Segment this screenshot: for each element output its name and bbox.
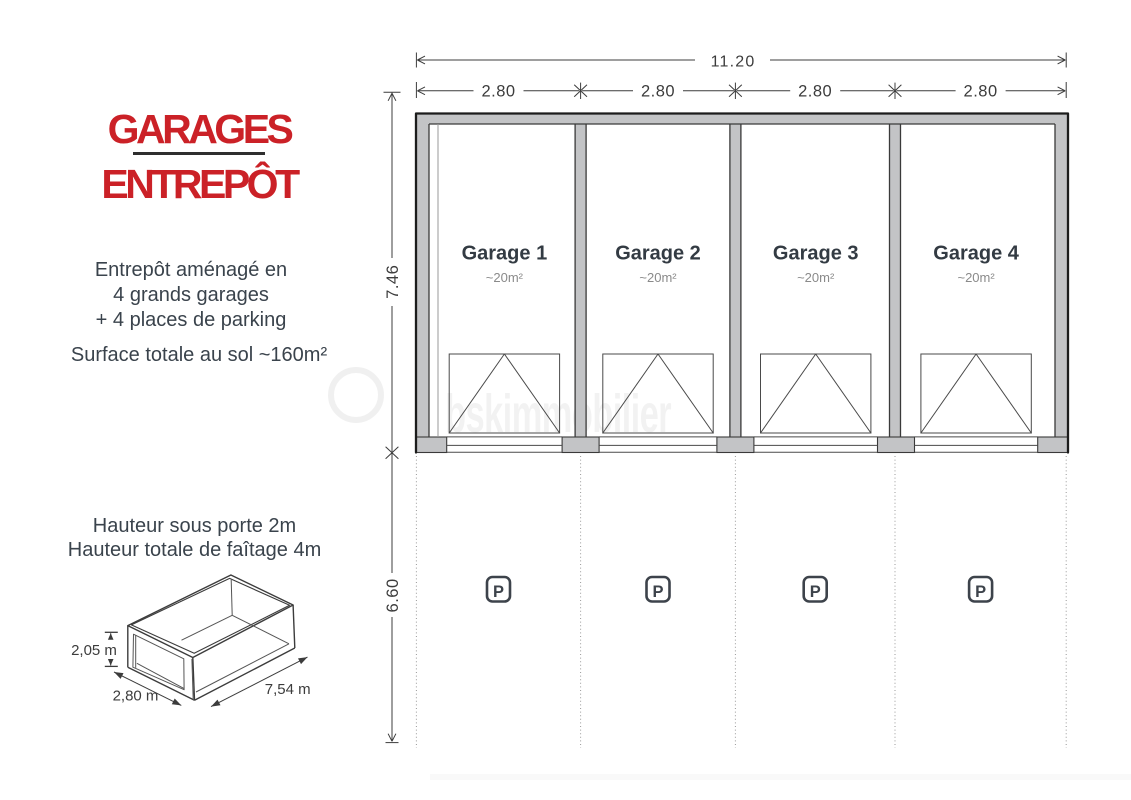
- svg-text:P: P: [975, 583, 986, 601]
- svg-text:Garage 4: Garage 4: [933, 243, 1019, 265]
- svg-text:2,80 m: 2,80 m: [113, 687, 159, 704]
- svg-text:2.80: 2.80: [481, 83, 515, 101]
- svg-text:2.80: 2.80: [798, 83, 832, 101]
- svg-text:Garage 2: Garage 2: [615, 243, 701, 265]
- svg-text:~20m²: ~20m²: [486, 270, 524, 285]
- svg-text:Garage 3: Garage 3: [773, 243, 859, 265]
- svg-text:Garage 1: Garage 1: [462, 243, 548, 265]
- svg-text:P: P: [810, 583, 821, 601]
- svg-text:11.20: 11.20: [711, 53, 756, 70]
- svg-text:6.60: 6.60: [384, 578, 402, 612]
- svg-text:P: P: [493, 583, 504, 601]
- svg-text:7,54 m: 7,54 m: [265, 681, 311, 698]
- svg-text:~20m²: ~20m²: [639, 270, 677, 285]
- svg-text:7.46: 7.46: [384, 265, 402, 299]
- svg-text:2.80: 2.80: [964, 83, 998, 101]
- svg-text:~20m²: ~20m²: [797, 270, 835, 285]
- svg-text:2,05 m: 2,05 m: [71, 642, 117, 659]
- svg-text:~20m²: ~20m²: [957, 270, 995, 285]
- svg-text:P: P: [652, 583, 663, 601]
- svg-text:2.80: 2.80: [641, 83, 675, 101]
